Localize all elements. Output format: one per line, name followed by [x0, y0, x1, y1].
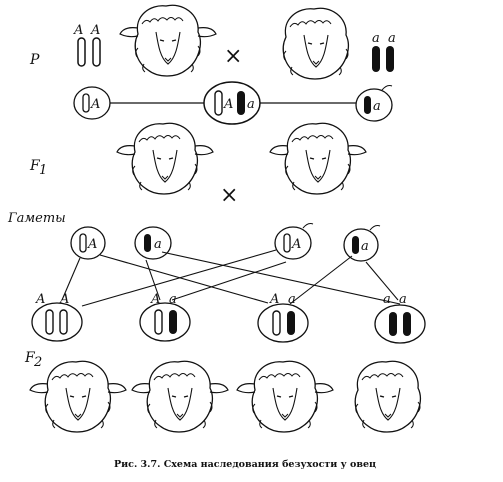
sheep-icon — [131, 360, 229, 433]
zygote-Aa: A a — [139, 292, 191, 342]
chromosome-icon — [154, 309, 163, 335]
cross-symbol: × — [220, 183, 238, 208]
sheep-icon — [354, 360, 422, 433]
gamete-a: a — [134, 226, 172, 260]
label-f2: F — [24, 350, 36, 366]
allele-label: A — [59, 292, 69, 307]
allele-label: A — [223, 97, 233, 112]
chromosome-icon — [169, 310, 177, 334]
label-parents: P — [29, 52, 40, 68]
allele-label: A — [150, 292, 160, 307]
gamete-a: a — [343, 225, 381, 262]
chromosome-icon — [237, 91, 245, 115]
allele-label: a — [388, 31, 396, 46]
allele-label: a — [373, 99, 381, 114]
chromosome-icon — [272, 310, 281, 336]
sheep-icon — [282, 7, 350, 80]
allele-label: a — [399, 292, 407, 307]
sheep-icon — [119, 4, 217, 77]
gamete-A: A — [73, 86, 111, 120]
chromosome-icon — [283, 233, 291, 253]
label-f2-sub: 2 — [33, 355, 42, 370]
sheep-icon — [236, 360, 334, 433]
chromosome-icon — [45, 309, 54, 335]
chromosome-icon — [79, 233, 87, 253]
allele-label: a — [154, 237, 162, 252]
label-gametes: Гаметы — [7, 211, 66, 226]
chromosome-icon — [386, 46, 394, 72]
cross-lines — [61, 249, 401, 307]
allele-label: a — [372, 31, 380, 46]
gamete-a: a — [355, 85, 393, 122]
sheep-icon — [269, 122, 367, 195]
allele-label: A — [90, 23, 100, 38]
chromosome-icon — [144, 234, 151, 252]
chromosome-icon — [372, 46, 380, 72]
label-f1-sub: 1 — [39, 163, 47, 178]
chromosome-icon — [59, 309, 68, 335]
allele-label: A — [35, 292, 45, 307]
allele-label: A — [90, 97, 100, 112]
zygote-AA: A A — [31, 292, 83, 342]
figure-caption: Рис. 3.7. Схема наследования безухости у… — [114, 459, 376, 470]
allele-label: a — [288, 292, 296, 307]
label-f1: F — [29, 158, 41, 174]
allele-label: a — [361, 239, 369, 254]
chromosome-icon — [77, 37, 86, 67]
chromosome-icon — [92, 37, 101, 67]
cross-symbol: × — [224, 44, 242, 69]
sheep-icon — [116, 122, 214, 195]
allele-label: a — [169, 292, 177, 307]
chromosome-icon — [389, 312, 397, 336]
chromosome-icon — [287, 311, 295, 335]
allele-label: A — [73, 23, 83, 38]
chromosome-icon — [403, 312, 411, 336]
zygote-aa: a a — [374, 292, 426, 344]
parent-genotype-AA: A A — [73, 23, 101, 67]
allele-label: A — [291, 237, 301, 252]
parent-genotype-aa: a a — [372, 31, 396, 72]
gamete-A: A — [70, 226, 106, 260]
allele-label: a — [247, 97, 255, 112]
allele-label: a — [383, 292, 391, 307]
zygote-Aa: A a — [257, 292, 309, 343]
zygote-Aa: A a — [203, 81, 261, 125]
gamete-A: A — [274, 223, 314, 260]
allele-label: A — [269, 292, 279, 307]
chromosome-icon — [214, 90, 223, 116]
allele-label: A — [87, 237, 97, 252]
chromosome-icon — [352, 236, 359, 254]
sheep-icon — [29, 360, 127, 433]
chromosome-icon — [364, 96, 371, 114]
chromosome-icon — [82, 93, 90, 113]
